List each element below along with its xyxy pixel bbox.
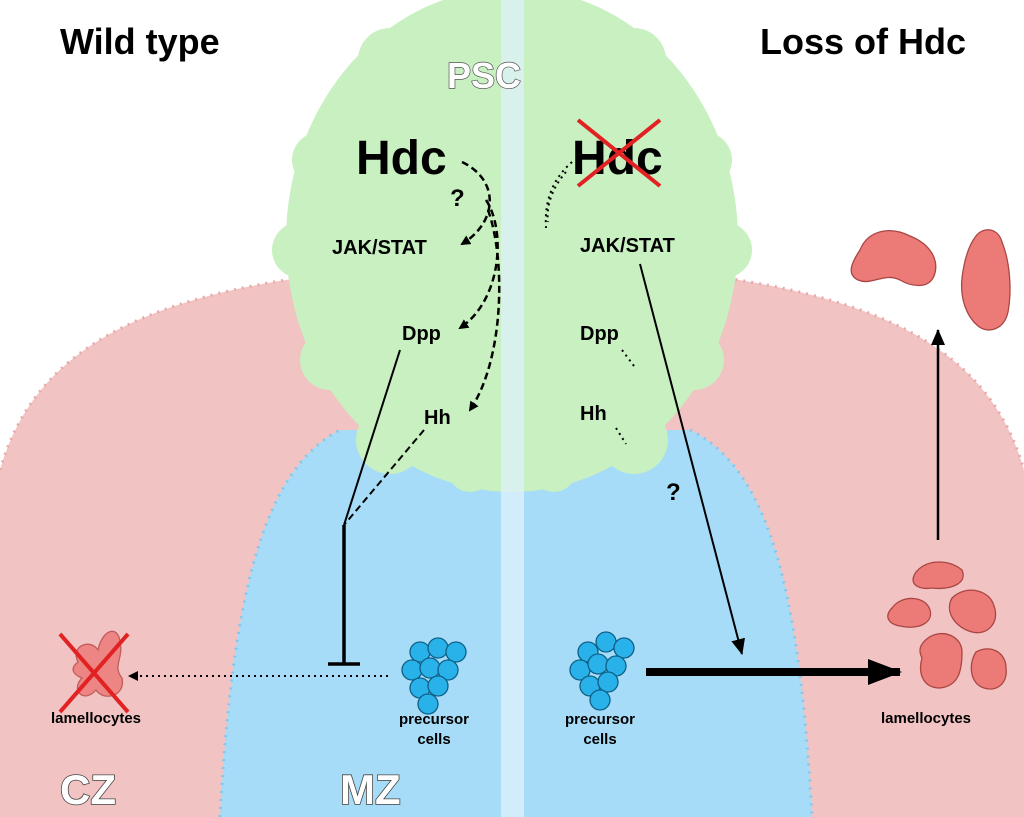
- wild-type-title: Wild type: [60, 21, 220, 62]
- precursor-cells-label-line1: precursor: [399, 711, 469, 728]
- precursor-cells-cluster: [569, 631, 635, 711]
- loss-of-hdc-panel: Hdc JAK/STAT Dpp Hh ? precursor cells: [544, 118, 1011, 748]
- cortical-zone-edge: [0, 260, 1024, 471]
- hh-inhibition-line: [343, 429, 425, 526]
- precursor-cells-label-line2: cells: [417, 731, 450, 748]
- mz-label: MZ: [340, 766, 401, 813]
- medullary-zone-edge: [218, 428, 814, 817]
- hdc-to-dpp-arrow: [458, 199, 499, 330]
- jakstat-label: JAK/STAT: [580, 235, 675, 257]
- panel-divider: [501, 0, 524, 817]
- dpp-inhibition-line: [343, 349, 401, 526]
- dpp-label: Dpp: [580, 323, 619, 345]
- released-lamellocytes: [850, 229, 1011, 331]
- hdc-to-hh-arrow: [468, 209, 501, 412]
- lamellocytes-cluster: [887, 561, 1007, 690]
- dpp-label: Dpp: [402, 323, 441, 345]
- cross-out-line-2: [58, 632, 130, 714]
- loss-of-hdc-title: Loss of Hdc: [760, 21, 966, 62]
- precursor-cells-cluster: [401, 637, 467, 715]
- wild-type-panel: Hdc ? JAK/STAT Dpp Hh precursor cells: [51, 132, 501, 748]
- cz-label: CZ: [60, 766, 116, 813]
- jakstat-label: JAK/STAT: [332, 237, 427, 259]
- hh-label: Hh: [580, 403, 607, 425]
- psc-label: PSC: [447, 55, 521, 96]
- hdc-cross-line-2: [576, 118, 662, 188]
- precursor-cells-label-line2: cells: [583, 731, 616, 748]
- precursor-cells-label-line1: precursor: [565, 711, 635, 728]
- unknown-link-question: ?: [666, 479, 681, 506]
- jakstat-promotion-arrow: [639, 263, 745, 655]
- unknown-link-question: ?: [450, 185, 465, 212]
- lamellocytes-label: lamellocytes: [51, 710, 141, 727]
- lamellocytes-label: lamellocytes: [881, 710, 971, 727]
- hdc-to-jakstat-arrow: [460, 160, 491, 246]
- hh-label: Hh: [424, 407, 451, 429]
- hdc-label: Hdc: [356, 132, 447, 185]
